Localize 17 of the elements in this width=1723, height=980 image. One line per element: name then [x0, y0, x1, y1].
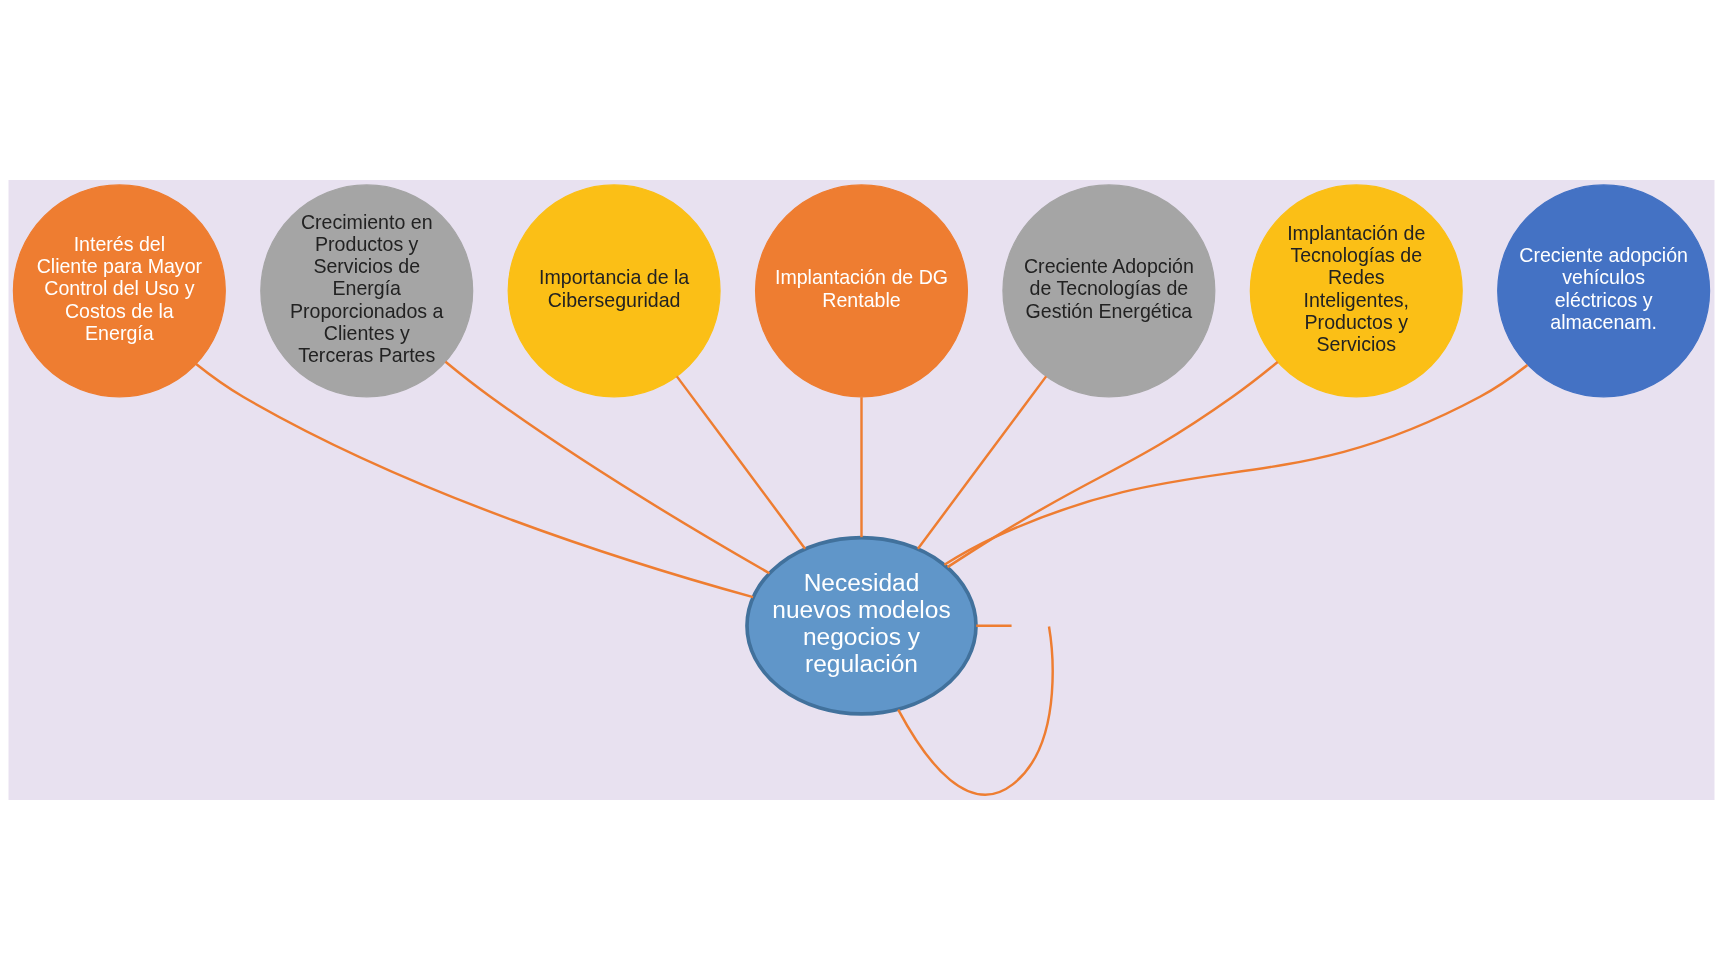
node-circle: Crecimiento en Productos y Servicios de Energía Proporcionados a Clientes y Terceras Partes: [260, 184, 474, 398]
node-ellipse: Necesidad nuevos modelos negocios y regulación: [745, 535, 978, 716]
connector: [444, 360, 771, 575]
connector: [916, 375, 1048, 550]
node-circle: Implantación de DG Rentable: [754, 184, 969, 398]
connector: [675, 375, 807, 550]
connector: [943, 364, 1529, 566]
node-circle: Creciente adopción vehículos eléctricos y almacenam.: [1497, 184, 1711, 398]
node-circle: Importancia de la Ciberseguridad: [507, 184, 721, 398]
connector: [946, 361, 1279, 569]
connector: [860, 397, 863, 538]
node-circle: Implantación de Tecnologías de Redes Inteligentes, Productos y Servicios: [1249, 184, 1463, 398]
node-circle: Interés del Cliente para Mayor Control del Uso y Costos de la Energía: [12, 184, 226, 398]
node-circle: Creciente Adopción de Tecnologías de Gestión Energética: [1002, 184, 1216, 398]
connector: [976, 624, 1012, 627]
connector: [195, 363, 754, 599]
connector: [897, 626, 1054, 796]
